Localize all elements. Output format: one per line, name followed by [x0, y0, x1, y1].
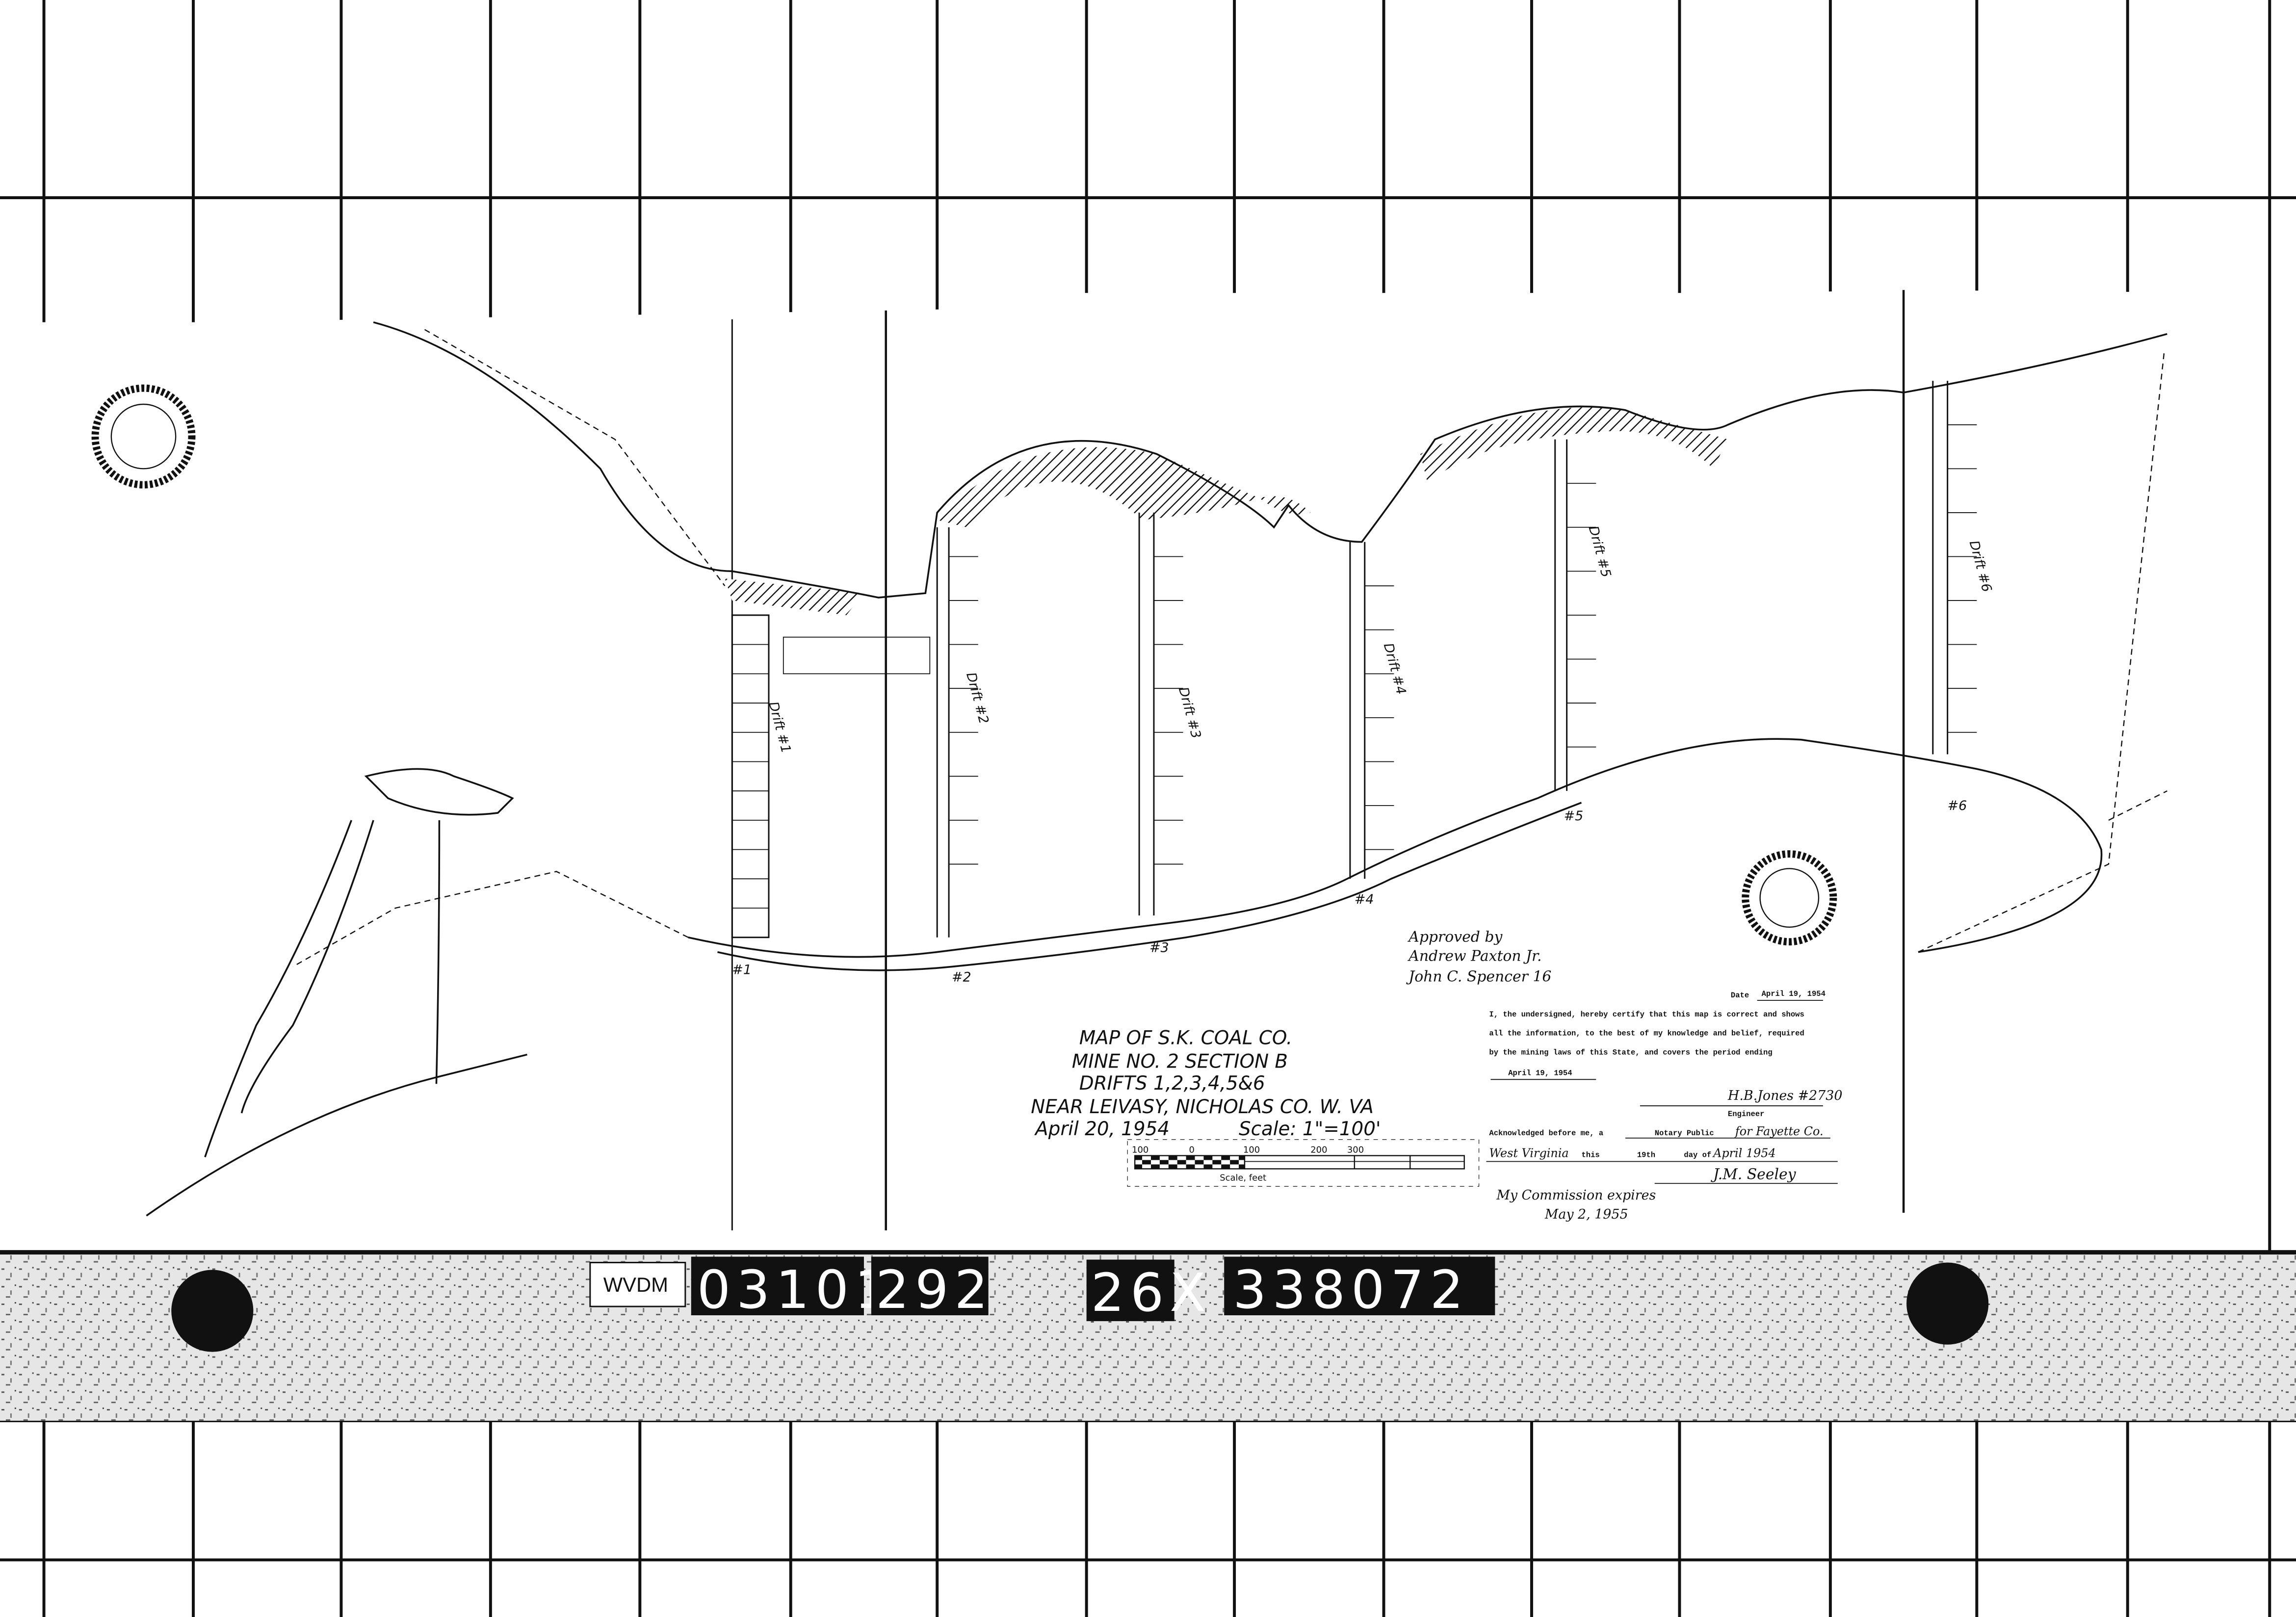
scale-tick-4: 200 [1310, 1145, 1327, 1155]
outcrop-hatching [725, 407, 1728, 615]
title-line-1: MAP OF S.K. COAL CO. [1079, 1027, 1292, 1049]
engineer-certificate: Date April 19, 1954 I, the undersigned, … [1486, 990, 1842, 1222]
cert-body-3: by the mining laws of this State, and co… [1489, 1048, 1772, 1057]
this-label: this [1581, 1151, 1599, 1160]
scale-tick-1: 100 [1132, 1145, 1148, 1155]
punch-hole-right [1906, 1262, 1989, 1345]
portal-2-label: #2 [952, 969, 971, 985]
map-scale: Scale: 1"=100' [1239, 1118, 1381, 1140]
received-stamp-2 [1742, 850, 1837, 946]
survey-traverse [292, 329, 2167, 967]
portal-3-label: #3 [1149, 940, 1169, 956]
cert-date-label: Date [1731, 991, 1749, 1000]
approver-2: John C. Spencer 16 [1406, 968, 1551, 985]
portal-6-label: #6 [1948, 798, 1967, 813]
film-code-3: 26X [1091, 1262, 1212, 1324]
scale-tick-5: 300 [1347, 1145, 1364, 1155]
scale-tick-3: 100 [1243, 1145, 1260, 1155]
cert-date-value: April 19, 1954 [1762, 990, 1826, 998]
film-code-4: 338072 [1233, 1259, 1469, 1321]
scale-bar: 100 0 100 200 300 Scale, feet [1127, 1139, 1480, 1187]
punch-hole-left [171, 1270, 254, 1352]
portal-5-label: #5 [1564, 808, 1584, 824]
day-of-label: day of [1684, 1151, 1711, 1160]
cert-body-2: all the information, to the best of my k… [1489, 1029, 1804, 1038]
title-line-4: NEAR LEIVASY, NICHOLAS CO. W. VA [1031, 1096, 1374, 1118]
commission-expires: My Commission expires [1496, 1188, 1656, 1203]
notary-state: West Virginia [1489, 1147, 1568, 1160]
film-code-1: 03101 [697, 1259, 894, 1321]
title-block: MAP OF S.K. COAL CO. MINE NO. 2 SECTION … [1031, 1027, 1381, 1140]
scale-caption: Scale, feet [1220, 1173, 1266, 1183]
received-stamp [91, 384, 196, 489]
approver-1: Andrew Paxton Jr. [1407, 947, 1541, 965]
cert-body-1: I, the undersigned, hereby certify that … [1489, 1010, 1804, 1019]
portal-4-label: #4 [1355, 892, 1374, 907]
approved-by: Approved by [1407, 929, 1503, 946]
notary-day: 19th [1637, 1151, 1655, 1160]
film-code-2: 292 [876, 1259, 994, 1321]
scale-tick-2: 0 [1189, 1145, 1195, 1155]
outcrop-line [146, 321, 2167, 1217]
film-strip: WVDM 03101 292 26X 338072 [0, 1250, 2296, 1421]
notary-signature: J.M. Seeley [1710, 1166, 1797, 1183]
map-date: April 20, 1954 [1034, 1118, 1170, 1140]
title-line-2: MINE NO. 2 SECTION B [1072, 1050, 1288, 1072]
drift-entries [731, 381, 1977, 939]
portal-1-label: #1 [732, 962, 752, 977]
notary-county: for Fayette Co. [1734, 1124, 1824, 1138]
engineer-signature: H.B.Jones #2730 [1727, 1088, 1843, 1103]
archive-label: WVDM [603, 1273, 668, 1296]
engineer-label: Engineer [1728, 1110, 1764, 1119]
ack-label: Acknowledged before me, a [1489, 1129, 1603, 1138]
notary-month-year: April 1954 [1712, 1147, 1776, 1160]
cert-period-end: April 19, 1954 [1508, 1069, 1572, 1077]
notary-label: Notary Public [1655, 1129, 1714, 1138]
title-line-3: DRIFTS 1,2,3,4,5&6 [1079, 1072, 1265, 1095]
approval-signatures: Approved by Andrew Paxton Jr. John C. Sp… [1406, 929, 1551, 986]
commission-date: May 2, 1955 [1544, 1207, 1628, 1222]
